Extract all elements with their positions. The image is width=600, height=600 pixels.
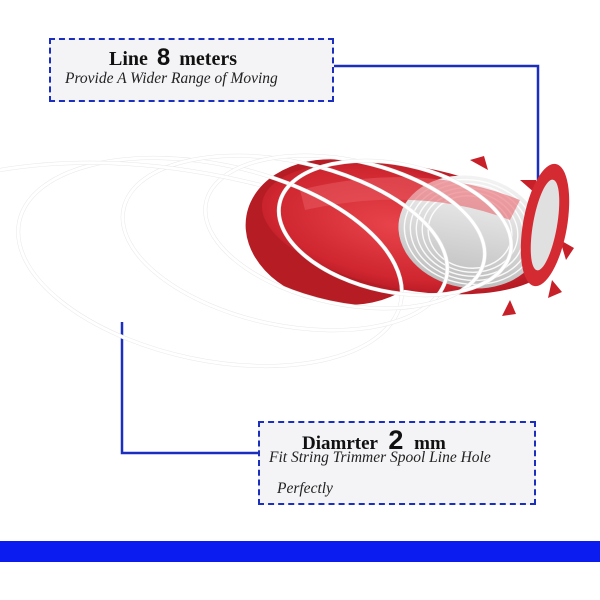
diameter-description-line2: Perfectly [277,480,333,497]
line-length-unit: meters [179,48,237,70]
leader-line-bottom [120,322,258,455]
diameter-value: 2 [388,425,404,455]
line-length-label: Line [109,48,148,70]
line-length-description: Provide A Wider Range of Moving [65,70,278,87]
callout-line-length: Line 8 meters Provide A Wider Range of M… [49,38,334,102]
diameter-description-line1: Fit String Trimmer Spool Line Hole [269,449,491,466]
bottom-accent-bar [0,541,600,562]
diameter-heading: Diamrter 2 mm [302,425,446,456]
trimmer-line-loops [0,153,514,369]
line-length-value: 8 [156,44,171,71]
diameter-unit: mm [414,433,446,454]
diameter-label: Diamrter [302,433,378,454]
callout-diameter: Diamrter 2 mm Fit String Trimmer Spool L… [258,421,536,505]
line-length-heading: Line 8 meters [109,44,237,72]
